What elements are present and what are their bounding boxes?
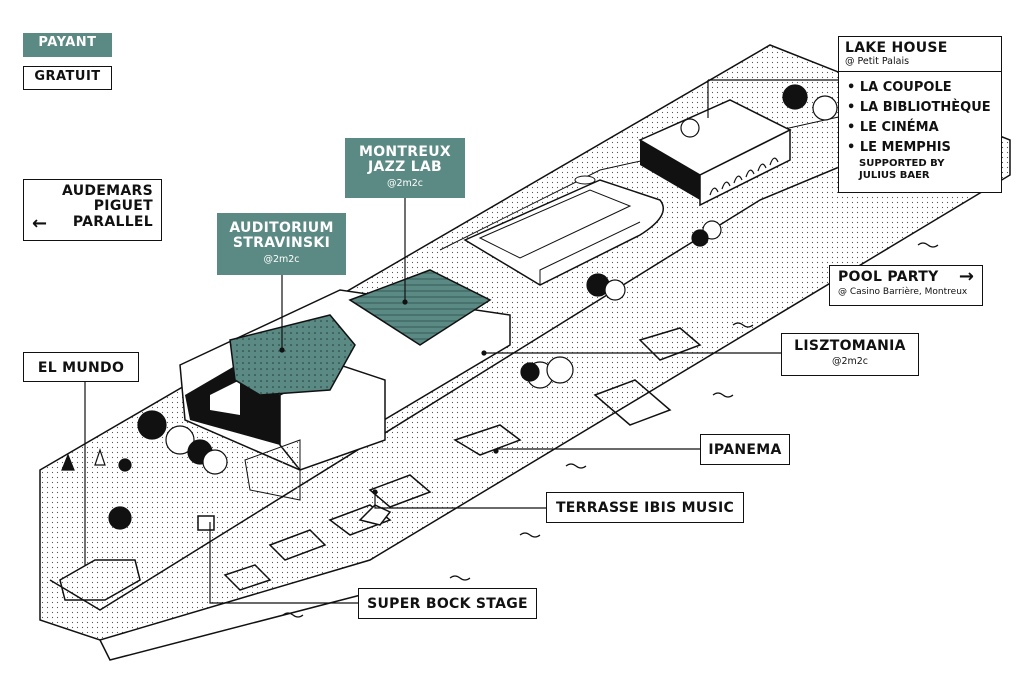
lake-house-item-memphis[interactable]: • LE MEMPHIS SUPPORTED BY JULIUS BAER xyxy=(847,138,995,182)
trees xyxy=(61,84,838,530)
water-ripples xyxy=(282,242,939,618)
jazz-lab-title-2: JAZZ LAB xyxy=(367,159,443,176)
super-bock-title: SUPER BOCK STAGE xyxy=(367,596,528,612)
auditorium-label[interactable]: AUDITORIUM STRAVINSKI @2m2c xyxy=(217,213,346,275)
lake-house-subtitle: @ Petit Palais xyxy=(845,56,910,68)
lake-house-item-bibliotheque[interactable]: • LA BIBLIOTHÈQUE xyxy=(847,99,991,115)
super-bock-label[interactable]: SUPER BOCK STAGE xyxy=(358,588,537,619)
audemars-title-3: PARALLEL xyxy=(72,213,153,230)
audemars-label[interactable]: AUDEMARS PIGUET PARALLEL ← xyxy=(23,179,162,241)
lake-house-building xyxy=(638,99,792,207)
ipanema-title: IPANEMA xyxy=(708,442,782,458)
auditorium-title-2: STRAVINSKI xyxy=(232,235,331,252)
jazz-lab-title-1: MONTREUX xyxy=(358,144,451,160)
leader-lines xyxy=(84,79,840,604)
legend-paid: PAYANT xyxy=(23,33,112,57)
lisztomania-subtitle: @2m2c xyxy=(831,356,869,368)
lake-house-venue-list: • LA COUPOLE • LA BIBLIOTHÈQUE • LE CINÉ… xyxy=(839,72,1001,188)
arrow-left-icon: ← xyxy=(32,213,48,235)
el-mundo-title: EL MUNDO xyxy=(37,360,125,376)
lisztomania-label[interactable]: LISZTOMANIA @2m2c xyxy=(781,333,919,376)
arrow-right-icon: → xyxy=(958,266,974,287)
terrasse-title: TERRASSE IBIS MUSIC xyxy=(555,500,735,516)
el-mundo-label[interactable]: EL MUNDO xyxy=(23,352,139,382)
lake-house-title: LAKE HOUSE xyxy=(845,40,948,56)
audemars-title-1: AUDEMARS xyxy=(62,183,153,199)
legend-free: GRATUIT xyxy=(23,66,112,90)
convention-centre-building xyxy=(179,269,511,501)
pool-party-label[interactable]: POOL PARTY → @ Casino Barrière, Montreux xyxy=(829,265,983,306)
memphis-note-2: JULIUS BAER xyxy=(859,169,930,181)
lisztomania-title: LISZTOMANIA xyxy=(794,338,906,354)
memphis-note-1: SUPPORTED BY xyxy=(859,157,945,169)
casino-building xyxy=(463,175,664,286)
audemars-title-2: PIGUET xyxy=(93,198,153,215)
jazz-lab-subtitle: @2m2c xyxy=(386,177,424,189)
pool-party-subtitle: @ Casino Barrière, Montreux xyxy=(838,287,968,298)
ipanema-label[interactable]: IPANEMA xyxy=(700,434,790,465)
lake-house-label[interactable]: LAKE HOUSE @ Petit Palais • LA COUPOLE •… xyxy=(838,36,1002,193)
lake-house-item-coupole[interactable]: • LA COUPOLE xyxy=(847,79,952,95)
jazz-lab-label[interactable]: MONTREUX JAZZ LAB @2m2c xyxy=(345,138,465,198)
auditorium-subtitle: @2m2c xyxy=(263,253,300,265)
pool-party-title: POOL PARTY xyxy=(838,269,939,285)
terrasse-label[interactable]: TERRASSE IBIS MUSIC xyxy=(546,492,744,523)
lake-house-item-cinema[interactable]: • LE CINÉMA xyxy=(847,119,939,135)
auditorium-title-1: AUDITORIUM xyxy=(229,220,334,236)
